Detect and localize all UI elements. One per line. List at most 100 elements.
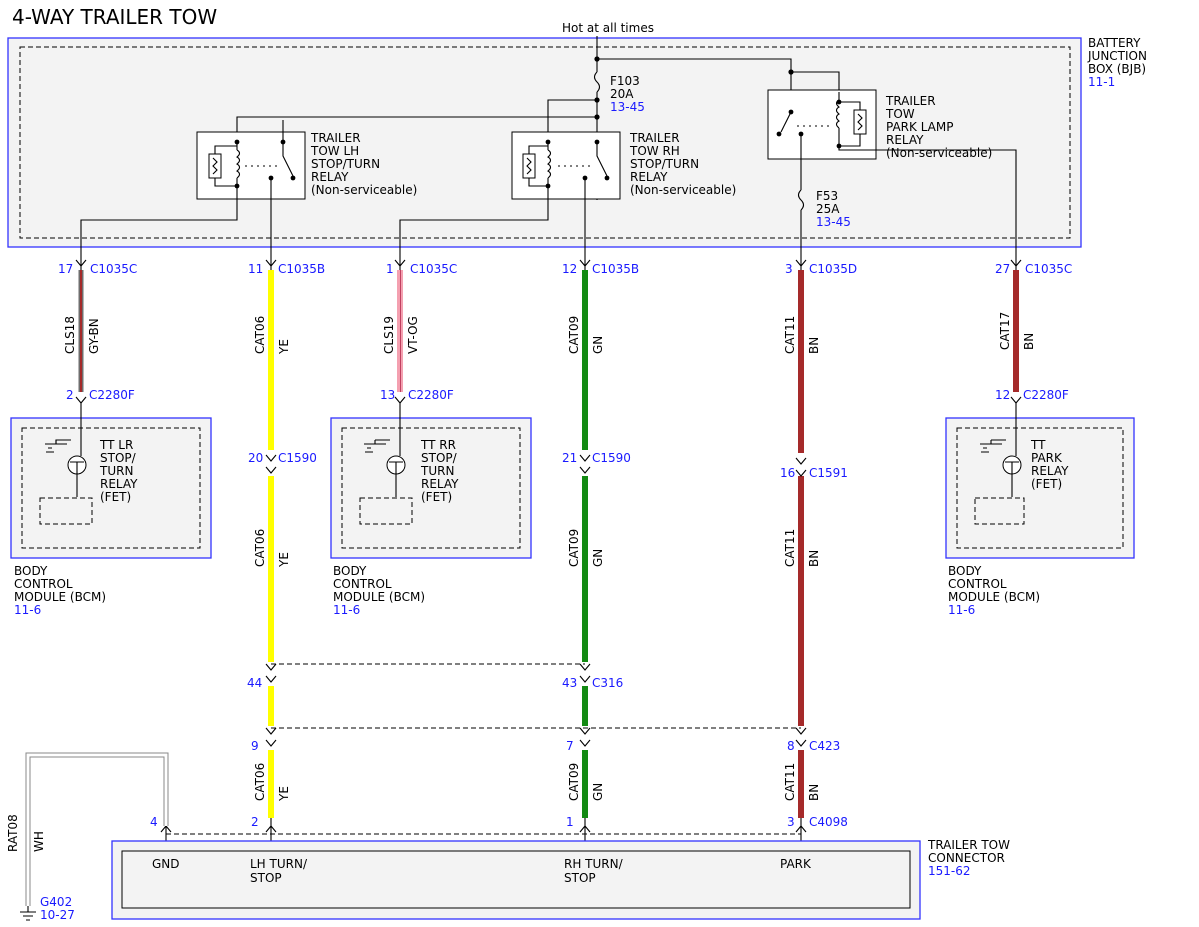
bcm-module-rr	[330, 403, 532, 559]
bcm-lr-fet-4: RELAY	[100, 477, 138, 491]
conn-c1035c-2[interactable]: C1035C	[410, 262, 457, 276]
conn-c1035b-1[interactable]: C1035B	[278, 262, 325, 276]
ground-ref[interactable]: 10-27	[40, 908, 75, 922]
fuse-f103-ref[interactable]: 13-45	[610, 100, 645, 114]
wire-label-bn-1: BN	[807, 337, 821, 354]
wire-label-cat11-3: CAT11	[783, 763, 797, 801]
relay-park-label-2: TOW	[885, 107, 915, 121]
conn-c1035d[interactable]: C1035D	[809, 262, 857, 276]
conn-c1591[interactable]: C1591	[809, 466, 848, 480]
wire-label-gn-2: GN	[591, 549, 605, 567]
trailer-pin-rh-2: STOP	[564, 871, 596, 885]
wire-cat09-gn-3[interactable]	[582, 686, 588, 726]
fuse-f53	[797, 189, 805, 211]
relay-park-label-1: TRAILER	[885, 94, 936, 108]
conn-c1035c-3[interactable]: C1035C	[1025, 262, 1072, 276]
conn-pin-1-c4098: 1	[566, 815, 574, 829]
relay-lh-label-4: RELAY	[311, 170, 349, 184]
bcm-lr-fet-3: TURN	[99, 464, 133, 478]
wire-label-cls19: CLS19	[382, 316, 396, 354]
wire-cat06-ye-2[interactable]	[268, 476, 274, 662]
bcm-lr-label-2: CONTROL	[14, 577, 73, 591]
bcm-park-fet-4: (FET)	[1031, 477, 1062, 491]
conn-pin-1: 1	[386, 262, 394, 276]
wire-label-cat17: CAT17	[998, 312, 1012, 350]
trailer-connector-ref[interactable]: 151-62	[928, 864, 971, 878]
trailer-pin-park: PARK	[780, 857, 812, 871]
connector-chevrons	[75, 259, 1022, 833]
wire-cat09-gn-1[interactable]	[582, 270, 588, 450]
wire-label-bn-2: BN	[807, 550, 821, 567]
bcm-module-lr	[10, 403, 212, 559]
relay-lh-label-1: TRAILER	[310, 131, 361, 145]
wire-label-cat09-3: CAT09	[567, 763, 581, 801]
fuse-f53-rating: 25A	[816, 202, 840, 216]
trailer-connector-label-2: CONNECTOR	[928, 851, 1005, 865]
wire-label-cat09-1: CAT09	[567, 316, 581, 354]
conn-c1590-1[interactable]: C1590	[278, 451, 317, 465]
wire-cat11-bn-1[interactable]	[798, 270, 804, 453]
trailer-connector-label-1: TRAILER TOW	[927, 838, 1010, 852]
bcm-rr-fet-3: TURN	[420, 464, 454, 478]
wire-cat11-bn-2[interactable]	[798, 476, 804, 726]
conn-c1590-2[interactable]: C1590	[592, 451, 631, 465]
fuse-f103-rating: 20A	[610, 87, 634, 101]
conn-pin-8: 8	[787, 739, 795, 753]
conn-c4098[interactable]: C4098	[809, 815, 848, 829]
conn-pin-20: 20	[248, 451, 263, 465]
conn-c2280f-3[interactable]: C2280F	[1023, 388, 1069, 402]
bcm-park-ref[interactable]: 11-6	[948, 603, 975, 617]
ground-wire-wh[interactable]	[25, 752, 169, 906]
conn-pin-3: 3	[785, 262, 793, 276]
bcm-lr-ref[interactable]: 11-6	[14, 603, 41, 617]
wire-cat06-ye-4[interactable]	[268, 750, 274, 818]
bcm-rr-ref[interactable]: 11-6	[333, 603, 360, 617]
conn-c423[interactable]: C423	[809, 739, 840, 753]
wire-label-gn-1: GN	[591, 336, 605, 354]
wire-label-vt-og: VT-OG	[406, 316, 420, 354]
bcm-park-fet-1: TT	[1030, 438, 1046, 452]
wire-label-bn-3: BN	[807, 784, 821, 801]
ground-g402[interactable]: G402	[40, 895, 72, 909]
relay-rh-label-1: TRAILER	[629, 131, 680, 145]
bcm-rr-fet-4: RELAY	[421, 477, 459, 491]
wire-label-cat06-1: CAT06	[253, 316, 267, 354]
wire-label-bn-4: BN	[1022, 333, 1036, 350]
conn-pin-3-c4098: 3	[787, 815, 795, 829]
wire-cat09-gn-4[interactable]	[582, 750, 588, 818]
relay-park-label-3: PARK LAMP	[886, 120, 953, 134]
bcm-park-label-3: MODULE (BCM)	[948, 590, 1040, 604]
trailer-pin-rh-1: RH TURN/	[564, 857, 624, 871]
conn-pin-17: 17	[58, 262, 73, 276]
wire-label-ye-1: YE	[277, 339, 291, 355]
conn-pin-16: 16	[780, 466, 795, 480]
bcm-park-label-1: BODY	[948, 564, 982, 578]
relay-rh-label-2: TOW RH	[629, 144, 680, 158]
bcm-lr-fet-5: (FET)	[100, 490, 131, 504]
conn-pin-11: 11	[248, 262, 263, 276]
bjb-label-1: BATTERY	[1088, 36, 1141, 50]
ground-icon	[20, 906, 36, 921]
bjb-label-2: JUNCTION	[1087, 49, 1147, 63]
wire-label-ye-2: YE	[277, 552, 291, 568]
conn-c316[interactable]: C316	[592, 676, 623, 690]
wire-cat11-bn-3[interactable]	[798, 750, 804, 818]
wire-cat17-bn[interactable]	[1013, 270, 1019, 392]
wire-cat06-ye-3[interactable]	[268, 686, 274, 726]
wire-cat09-gn-2[interactable]	[582, 476, 588, 662]
wire-label-gy-bn: GY-BN	[87, 318, 101, 354]
bcm-rr-label-2: CONTROL	[333, 577, 392, 591]
conn-c1035b-2[interactable]: C1035B	[592, 262, 639, 276]
conn-c2280f-1[interactable]: C2280F	[89, 388, 135, 402]
bjb-ref[interactable]: 11-1	[1088, 75, 1115, 89]
bcm-rr-label-1: BODY	[333, 564, 367, 578]
fuse-f53-ref[interactable]: 13-45	[816, 215, 851, 229]
wire-cat06-ye-1[interactable]	[268, 270, 274, 450]
conn-c2280f-2[interactable]: C2280F	[408, 388, 454, 402]
conn-c1035c-1[interactable]: C1035C	[90, 262, 137, 276]
wire-label-cat06-2: CAT06	[253, 529, 267, 567]
bjb-label-3: BOX (BJB)	[1088, 62, 1146, 76]
wire-label-rat08: RAT08	[6, 814, 20, 852]
conn-pin-9: 9	[251, 739, 259, 753]
